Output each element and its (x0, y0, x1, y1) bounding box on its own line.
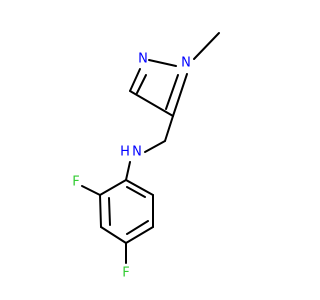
bond-c4-ch2 (164, 115, 174, 142)
bond-n2-c3 (129, 68, 141, 92)
atom-f-ortho: F (72, 175, 79, 190)
bond-c6-c1-double (126, 186, 146, 198)
molecule-structure-diagram: N N N H F F (72, 32, 220, 281)
bond-n1-n2 (148, 59, 177, 67)
bond-c1-c2 (99, 179, 127, 196)
bond-c4-c5-double (165, 74, 179, 110)
bond-c3-c4 (100, 226, 127, 244)
bond-n2-c3-double (136, 74, 147, 94)
atom-n-amine: N (132, 145, 142, 160)
bond-ch2-nh (144, 140, 166, 153)
bond-c4-c5 (172, 73, 188, 117)
bond-c2-f (81, 185, 101, 196)
bond-c6-c1 (125, 179, 154, 196)
bond-n1-methyl (193, 32, 220, 60)
bond-c3-c4 (129, 90, 174, 117)
bond-c2-c3-double (108, 197, 111, 226)
atom-h-amine: H (120, 145, 130, 160)
bond-c4-c5-double (126, 220, 149, 235)
bond-c4-c5 (125, 226, 154, 244)
atom-n-pyrazole-1: N (181, 56, 191, 71)
bond-nh-c1 (125, 161, 131, 181)
bond-c2-c3 (99, 194, 102, 228)
atom-n-pyrazole-2: N (138, 52, 148, 67)
atom-f-para: F (122, 266, 129, 281)
